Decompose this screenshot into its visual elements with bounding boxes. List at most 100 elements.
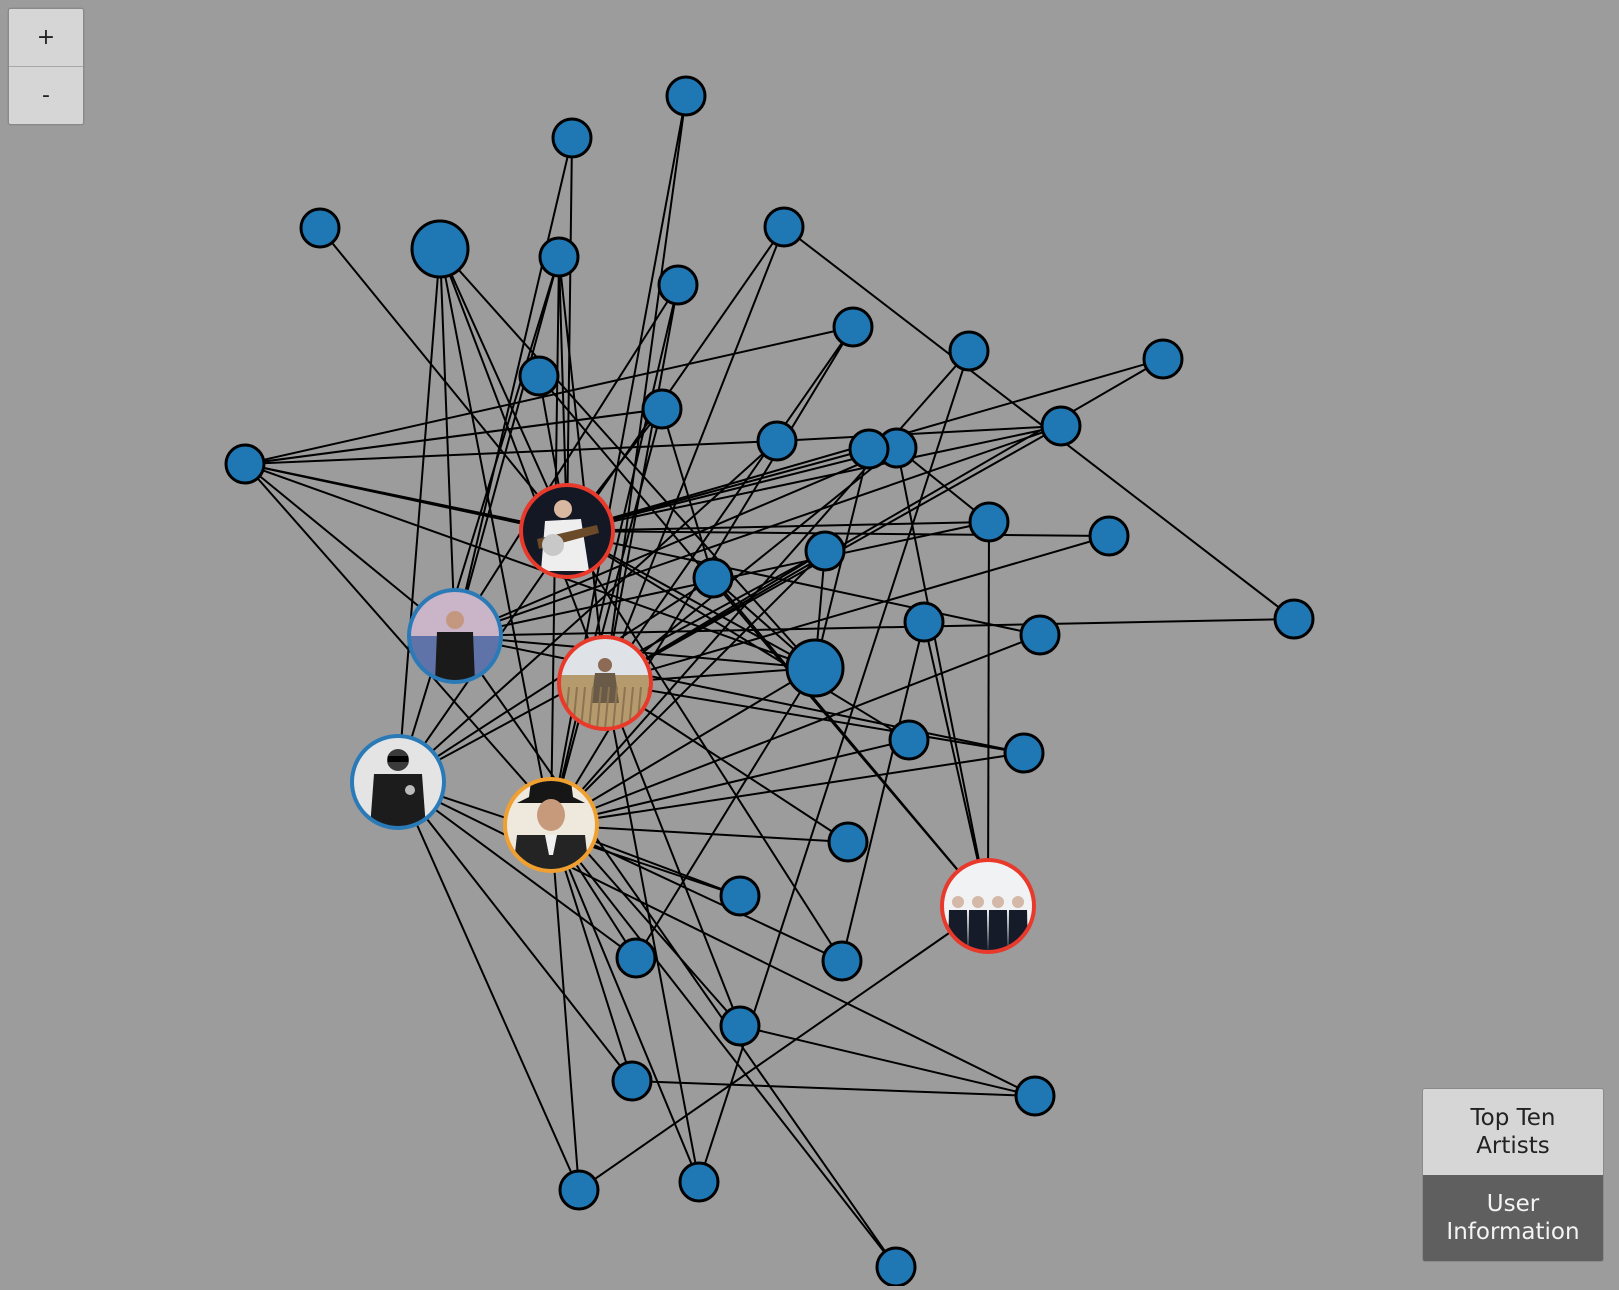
- edge-n30-guitarist: [566, 530, 843, 962]
- man-in-hat-photo-icon[interactable]: [503, 777, 599, 873]
- edge-n12-n16: [244, 408, 663, 465]
- zoom-control: + -: [8, 8, 84, 125]
- graph-node[interactable]: [719, 1005, 761, 1047]
- graph-node[interactable]: [665, 75, 707, 117]
- edge-n16-n23: [244, 463, 816, 669]
- edge-n32-glasses: [397, 781, 633, 1082]
- artist-ring-red: [940, 858, 1036, 954]
- edge-n37-guitarist: [566, 448, 870, 532]
- edge-n31-field: [604, 682, 741, 1027]
- edge-n14-n16: [244, 440, 778, 465]
- edge-n29-glasses: [397, 781, 637, 959]
- graph-node[interactable]: [827, 821, 869, 863]
- graph-node[interactable]: [888, 719, 930, 761]
- graph-node[interactable]: [1273, 598, 1315, 640]
- graph-node[interactable]: [558, 1169, 600, 1211]
- edge-n35-field: [604, 682, 700, 1183]
- graph-node[interactable]: [1019, 614, 1061, 656]
- graph-node[interactable]: [1014, 1075, 1056, 1117]
- graph-node[interactable]: [1142, 338, 1184, 380]
- edge-n13-n14: [776, 425, 1062, 442]
- man-in-suit-photo-icon[interactable]: [407, 588, 503, 684]
- guitarist-photo-icon[interactable]: [519, 483, 615, 579]
- zoom-out-button[interactable]: -: [9, 66, 83, 124]
- edge-n4-hat: [439, 248, 552, 826]
- graph-node[interactable]: [968, 501, 1010, 543]
- edge-n8-n16: [244, 326, 854, 465]
- edge-n15-man-suit: [454, 447, 898, 637]
- edge-n34-band: [578, 905, 989, 1191]
- edge-n12-hat: [550, 408, 663, 826]
- graph-node[interactable]: [615, 937, 657, 979]
- edge-n14-glasses: [397, 440, 778, 783]
- node-layer: [224, 75, 1315, 1288]
- graph-node[interactable]: [641, 388, 683, 430]
- edge-n2-guitarist: [566, 137, 573, 532]
- artist-ring-blue: [350, 734, 446, 830]
- top-ten-artists-button[interactable]: Top Ten Artists: [1423, 1089, 1603, 1175]
- graph-node[interactable]: [224, 443, 266, 485]
- graph-node[interactable]: [821, 940, 863, 982]
- graph-node[interactable]: [785, 638, 845, 698]
- zoom-in-button[interactable]: +: [9, 9, 83, 66]
- graph-node[interactable]: [948, 330, 990, 372]
- edge-n16-n31: [244, 463, 741, 1027]
- edge-n13-man-suit: [454, 425, 1062, 637]
- edge-n23-n29: [635, 667, 816, 959]
- edge-n5-field: [558, 256, 606, 684]
- edge-n15-guitarist: [566, 447, 898, 532]
- edge-n3-field: [604, 95, 687, 684]
- edge-n33-n32: [631, 1080, 1036, 1097]
- edge-n5-man-suit: [454, 256, 560, 637]
- edge-n31-n33: [739, 1025, 1036, 1097]
- graph-node[interactable]: [848, 428, 890, 470]
- graph-node[interactable]: [551, 117, 593, 159]
- edge-n4-glasses: [397, 248, 441, 783]
- graph-node[interactable]: [692, 557, 734, 599]
- edge-n7-hat: [550, 284, 679, 826]
- edge-n19-hat: [550, 550, 826, 826]
- edge-n4-man-suit: [439, 248, 456, 637]
- edge-n24-hat: [550, 634, 1041, 826]
- edge-n30-hat: [550, 824, 843, 962]
- graph-node[interactable]: [903, 601, 945, 643]
- edge-n22-n30: [841, 621, 925, 962]
- graph-node[interactable]: [678, 1161, 720, 1203]
- graph-node[interactable]: [518, 355, 560, 397]
- graph-node[interactable]: [763, 206, 805, 248]
- edge-n21-man-suit: [454, 618, 1295, 637]
- graph-node[interactable]: [719, 875, 761, 917]
- graph-node[interactable]: [832, 306, 874, 348]
- edge-n4-guitarist: [439, 248, 568, 532]
- edge-n26-hat: [550, 752, 1025, 826]
- graph-node[interactable]: [1003, 732, 1045, 774]
- edge-n1-guitarist: [319, 227, 568, 532]
- graph-node[interactable]: [756, 420, 798, 462]
- user-information-button[interactable]: User Information: [1423, 1175, 1603, 1261]
- graph-node[interactable]: [538, 236, 580, 278]
- graph-node[interactable]: [410, 219, 470, 279]
- graph-node[interactable]: [299, 207, 341, 249]
- edge-n20-glasses: [397, 577, 714, 783]
- graph-node[interactable]: [611, 1060, 653, 1102]
- graph-node[interactable]: [657, 264, 699, 306]
- artist-ring-orange: [503, 777, 599, 873]
- graph-node[interactable]: [875, 1246, 917, 1288]
- woman-in-field-photo-icon[interactable]: [557, 635, 653, 731]
- edge-n35-hat: [550, 824, 700, 1183]
- edge-n13-guitarist: [566, 425, 1062, 532]
- edge-n34-glasses: [397, 781, 580, 1191]
- edge-n7-man-suit: [454, 284, 679, 637]
- graph-node[interactable]: [804, 530, 846, 572]
- edge-n36-man-suit: [454, 635, 897, 1268]
- edge-n18-guitarist: [566, 530, 1110, 537]
- man-with-sunglasses-photo-icon[interactable]: [350, 734, 446, 830]
- graph-node[interactable]: [1088, 515, 1130, 557]
- edge-layer: [244, 95, 1295, 1268]
- graph-node[interactable]: [1040, 405, 1082, 447]
- edge-n25-guitarist: [566, 530, 910, 741]
- view-switcher-panel: Top Ten Artists User Information: [1422, 1088, 1604, 1262]
- band-photo-icon[interactable]: [940, 858, 1036, 954]
